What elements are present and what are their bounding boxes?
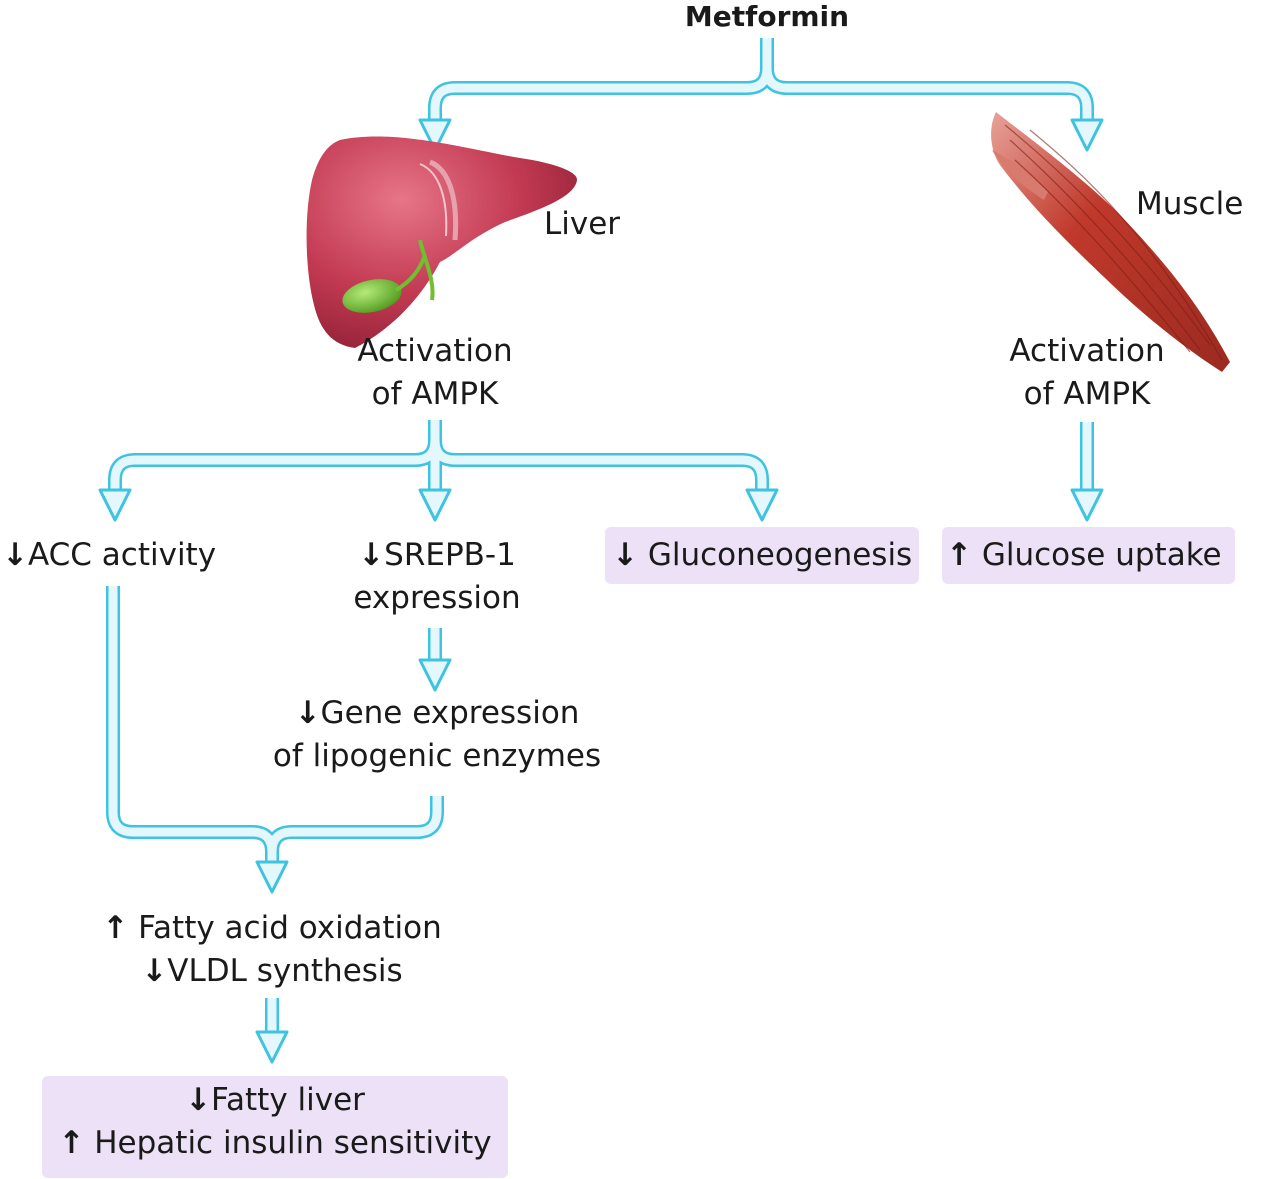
arrowheads <box>98 118 1104 1064</box>
vldl-synthesis-label: ↓VLDL synthesis <box>141 953 403 989</box>
up-arrow-icon: ↑ <box>102 910 129 946</box>
liver-ampk-line1: Activation <box>357 333 513 369</box>
srebp-label-line2: expression <box>353 580 521 616</box>
muscle-ampk-line2: of AMPK <box>1023 376 1151 412</box>
glucose-uptake-box <box>942 527 1235 584</box>
down-arrow-icon: ↓ <box>294 695 321 731</box>
title: Metformin <box>684 0 850 33</box>
liver-illustration <box>306 136 578 348</box>
connector-arrows <box>106 38 1094 1034</box>
arrowhead <box>418 488 452 522</box>
up-arrow-icon: ↑ <box>58 1125 85 1161</box>
gluconeogenesis-label: ↓ Gluconeogenesis <box>612 537 913 573</box>
arrowhead <box>1070 488 1104 522</box>
muscle-ampk-line1: Activation <box>1009 333 1165 369</box>
down-arrow-icon: ↓ <box>2 537 28 573</box>
arrowhead <box>418 118 452 152</box>
muscle-illustration <box>991 112 1230 372</box>
srebp-label-line1: ↓SREPB-1 <box>358 537 516 573</box>
arrowhead <box>98 488 132 522</box>
down-arrow-icon: ↓ <box>185 1082 212 1118</box>
arrowhead <box>255 1030 289 1064</box>
insulin-sensitivity-label: ↑ Hepatic insulin sensitivity <box>58 1125 492 1161</box>
arrowhead <box>1070 118 1104 152</box>
glucose-uptake-label: ↑ Glucose uptake <box>946 537 1222 573</box>
down-arrow-icon: ↓ <box>612 537 638 573</box>
gluconeogenesis-box <box>605 527 919 584</box>
gene-expression-line2: of lipogenic enzymes <box>272 738 602 774</box>
outcome-box <box>42 1076 508 1178</box>
down-arrow-icon: ↓ <box>141 953 168 989</box>
muscle-label: Muscle <box>1136 186 1244 222</box>
arrowhead <box>418 658 452 692</box>
arrowhead <box>255 860 289 894</box>
acc-activity-label: ↓ACC activity <box>2 537 217 573</box>
liver-ampk-line2: of AMPK <box>371 376 499 412</box>
up-arrow-icon: ↑ <box>946 537 972 573</box>
fatty-liver-label: ↓Fatty liver <box>185 1082 365 1118</box>
down-arrow-icon: ↓ <box>358 537 385 573</box>
fatty-acid-oxidation-label: ↑ Fatty acid oxidation <box>102 910 442 946</box>
arrowhead <box>745 488 779 522</box>
liver-label: Liver <box>544 206 621 242</box>
gene-expression-line1: ↓Gene expression <box>294 695 580 731</box>
